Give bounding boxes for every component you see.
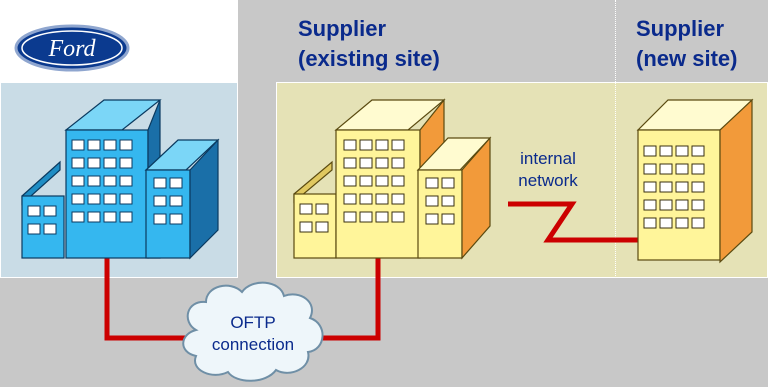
oftp-connection-label: OFTP connection — [211, 313, 295, 354]
supplier-new-building — [636, 98, 754, 264]
ford-logo: Ford — [14, 24, 134, 74]
site-divider — [615, 0, 616, 278]
internal-network-label: internal network — [518, 149, 578, 190]
supplier-existing-title: Supplier (existing site) — [298, 16, 440, 71]
oftp-cloud-icon — [182, 281, 324, 382]
ford-building — [21, 99, 220, 260]
supplier-existing-building — [293, 98, 492, 260]
internal-network-line — [508, 201, 640, 243]
ford-logo-text: Ford — [47, 36, 96, 62]
ford-oftp-line — [104, 258, 190, 341]
network-links — [104, 201, 640, 341]
supplier-new-title: Supplier (new site) — [636, 16, 738, 71]
supplier-oftp-line — [320, 258, 381, 341]
